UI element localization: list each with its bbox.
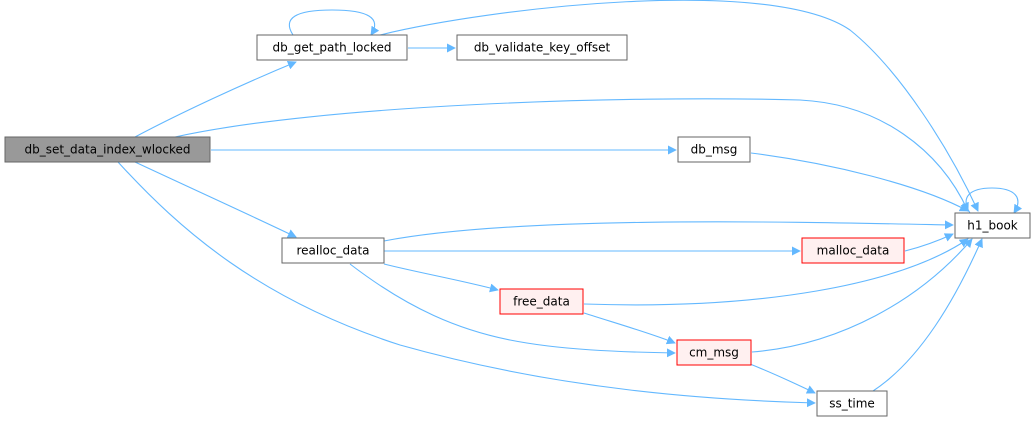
node-box-malloc[interactable] xyxy=(801,237,905,264)
edge-root-to-h1 xyxy=(174,98,969,212)
edge-cm-to-h1 xyxy=(751,238,973,353)
node-box-msg[interactable] xyxy=(677,136,751,163)
node-label-vko: db_validate_key_offset xyxy=(474,41,611,55)
edge-msg-to-h1 xyxy=(750,152,969,212)
edge-realloc-to-free xyxy=(383,263,499,293)
node-label-cm: cm_msg xyxy=(689,346,739,360)
node-label-root: db_set_data_index_wlocked xyxy=(24,143,190,157)
edge-root-to-ss xyxy=(117,161,816,408)
node-box-h1[interactable] xyxy=(954,212,1031,239)
node-msg[interactable]: db_msg xyxy=(677,136,751,163)
node-box-gpl[interactable] xyxy=(256,34,408,61)
edge-realloc-to-h1 xyxy=(383,220,954,242)
node-box-free[interactable] xyxy=(499,288,584,315)
edge-free-to-h1 xyxy=(583,238,969,306)
edge-h1-to-h1 xyxy=(965,187,1023,214)
node-malloc[interactable]: malloc_data xyxy=(801,237,905,264)
edge-root-to-gpl xyxy=(134,60,297,138)
node-free[interactable]: free_data xyxy=(499,288,584,315)
node-box-ss[interactable] xyxy=(816,390,888,417)
node-label-ss: ss_time xyxy=(829,397,875,411)
edge-root-to-realloc xyxy=(134,161,297,238)
edge-ss-to-h1 xyxy=(872,238,983,392)
node-ss[interactable]: ss_time xyxy=(816,390,888,417)
node-label-free: free_data xyxy=(513,295,570,309)
edge-malloc-to-h1 xyxy=(904,233,954,252)
node-box-root[interactable] xyxy=(4,136,211,163)
edge-layer xyxy=(117,0,1023,408)
edge-cm-to-ss xyxy=(749,363,816,394)
node-box-realloc[interactable] xyxy=(281,237,385,264)
node-gpl[interactable]: db_get_path_locked xyxy=(256,34,408,61)
node-realloc[interactable]: realloc_data xyxy=(281,237,385,264)
node-cm[interactable]: cm_msg xyxy=(676,339,752,366)
edge-realloc-to-cm xyxy=(349,263,676,358)
node-label-gpl: db_get_path_locked xyxy=(272,41,391,55)
node-layer: db_set_data_index_wlocked db_get_path_loc… xyxy=(4,34,1031,417)
node-label-realloc: realloc_data xyxy=(296,244,369,258)
node-label-h1: h1_book xyxy=(967,219,1018,233)
node-root[interactable]: db_set_data_index_wlocked xyxy=(4,136,211,163)
edge-gpl-to-h1 xyxy=(379,0,979,212)
node-vko[interactable]: db_validate_key_offset xyxy=(456,34,628,61)
node-label-malloc: malloc_data xyxy=(817,244,890,258)
node-box-vko[interactable] xyxy=(456,34,628,61)
node-label-msg: db_msg xyxy=(691,143,738,157)
node-h1[interactable]: h1_book xyxy=(954,212,1031,239)
node-box-cm[interactable] xyxy=(676,339,752,366)
edge-gpl-to-gpl xyxy=(288,9,380,36)
edge-free-to-cm xyxy=(583,312,676,345)
